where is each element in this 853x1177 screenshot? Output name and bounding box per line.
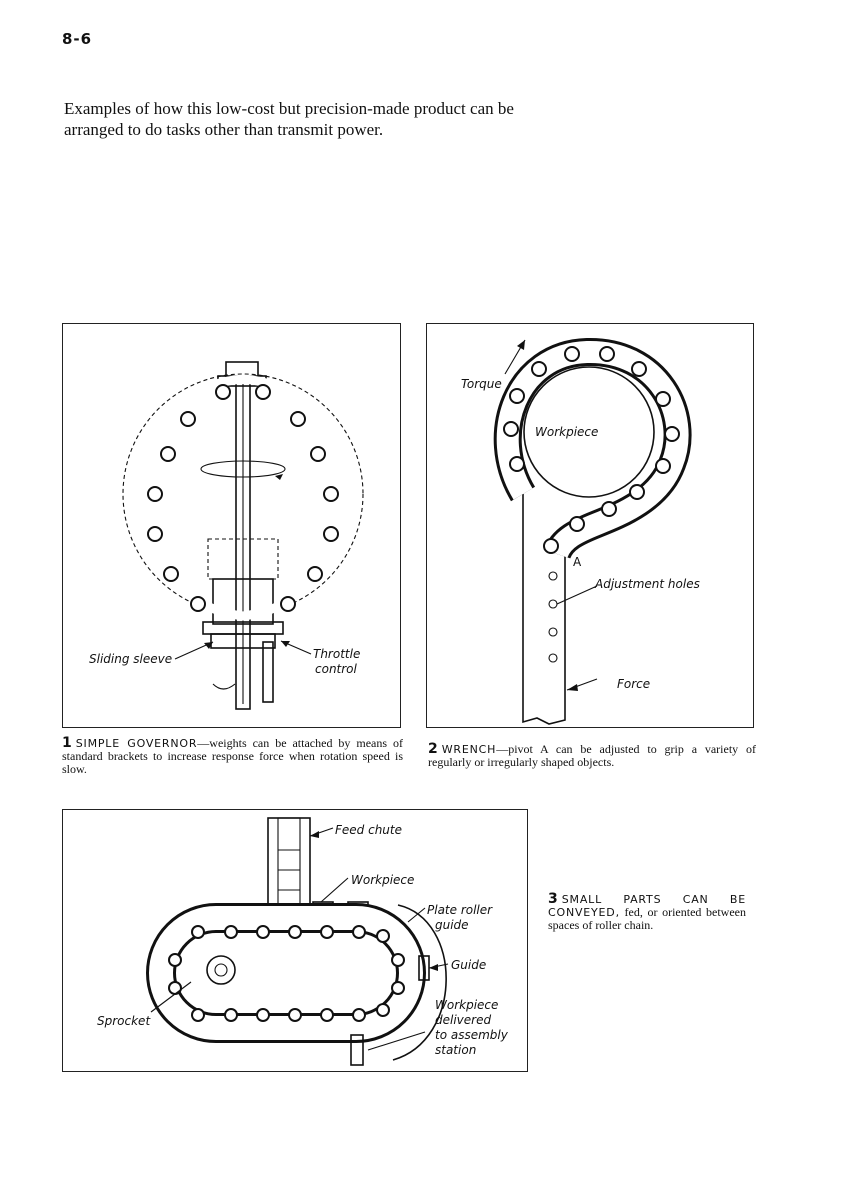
figure-3-conveyor: Feed chute Workpiece Plate roller guide … [62,809,528,1072]
force-label: Force [617,677,650,691]
control-label: control [315,662,358,676]
figure-2-heading: WRENCH [441,743,497,756]
workpiece-3-label: Workpiece [351,873,414,887]
figure-2-number: 2 [428,741,438,757]
throttle-label: Throttle [313,647,360,661]
delivered-line-4: station [435,1043,476,1057]
governor-diagram: Sliding sleeve Throttle control [89,361,364,710]
delivered-line-2: delivered [435,1013,491,1027]
figure-1-governor: Sliding sleeve Throttle control [62,323,401,728]
delivered-line-3: to assembly [435,1028,509,1042]
figure-1-caption-text: —weights can be attached by means of sta… [62,736,404,776]
intro-text: Examples of how this low-cost but precis… [64,99,514,139]
figure-1-heading: SIMPLE GOVERNOR [75,737,198,750]
delivered-line-1: Workpiece [435,998,498,1012]
conveyor-diagram: Feed chute Workpiece Plate roller guide … [97,817,509,1066]
guide-label: Guide [451,958,486,972]
figure-3-heading: SMALL PARTS CAN BE CONVEYED, [548,893,746,919]
sprocket-label: Sprocket [97,1014,151,1028]
workpiece-label: Workpiece [535,425,598,439]
pivot-a-label: A [573,555,582,569]
figure-3-caption-text: fed, or oriented between spaces of rolle… [548,905,746,932]
figure-2-wrench: Workpiece Torque A A [426,323,754,728]
feed-chute-label: Feed chute [335,823,402,837]
plate-roller-guide-label: guide [435,918,469,932]
adjustment-holes-label: Adjustment holes [594,577,700,591]
wrench-diagram: Workpiece Torque A A [461,337,700,725]
plate-roller-label: Plate roller [427,903,493,917]
sliding-sleeve-label: Sliding sleeve [89,652,172,666]
figure-2-caption-text: —pivot A can be adjusted to grip a varie… [428,742,756,769]
torque-label: Torque [461,377,502,391]
figure-1-number: 1 [62,735,72,751]
page-number: 8-6 [62,30,93,48]
figure-3-number: 3 [548,891,558,907]
